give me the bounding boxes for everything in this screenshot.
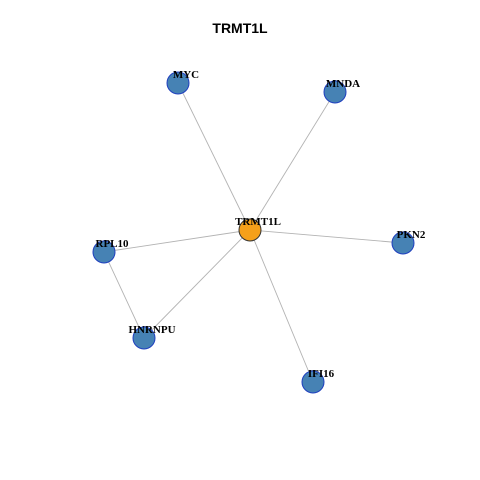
graph-title: TRMT1L	[212, 20, 268, 36]
node-myc	[166, 71, 190, 95]
edge-trmt1l-myc	[177, 82, 251, 231]
node-label-rpl10: RPL10	[96, 238, 130, 250]
node-label-myc: MYC	[173, 69, 199, 81]
edge-trmt1l-mnda	[249, 91, 336, 231]
node-label-hnrnpu: HNRNPU	[128, 324, 175, 336]
node-label-trmt1l: TRMT1L	[235, 216, 281, 228]
edge-trmt1l-rpl10	[103, 229, 251, 253]
node-label-pkn2: PKN2	[397, 229, 426, 241]
edge-trmt1l-pkn2	[249, 229, 404, 244]
node-rpl10	[92, 240, 116, 264]
edge-trmt1l-ifi16	[249, 229, 314, 383]
node-trmt1l	[238, 218, 262, 242]
node-mnda	[323, 80, 347, 104]
node-hnrnpu	[132, 326, 156, 350]
node-pkn2	[391, 231, 415, 255]
edge-trmt1l-hnrnpu	[143, 229, 251, 339]
edge-rpl10-hnrnpu	[103, 251, 145, 339]
node-label-mnda: MNDA	[326, 78, 360, 90]
nodes-layer	[92, 71, 415, 394]
node-ifi16	[301, 370, 325, 394]
edges-layer	[103, 82, 404, 383]
node-label-ifi16: IFI16	[308, 368, 335, 380]
